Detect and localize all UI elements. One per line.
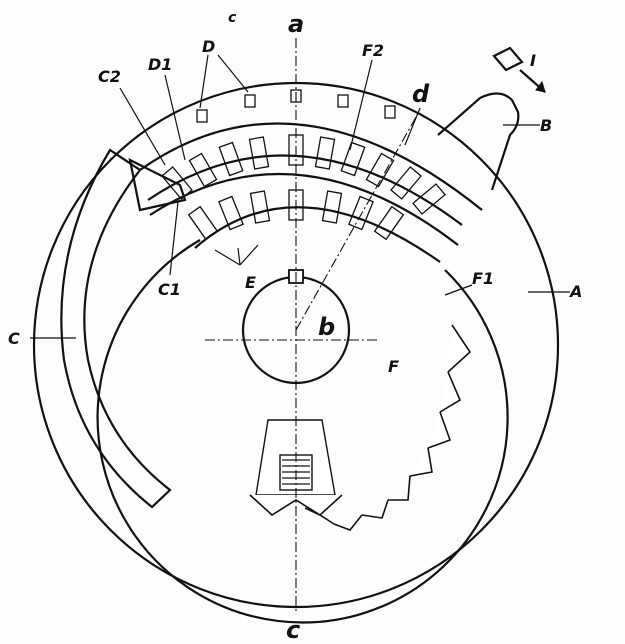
- label-F1: F1: [472, 269, 494, 288]
- slot-ring-mid2: [149, 172, 459, 246]
- label-F: F: [388, 357, 399, 376]
- leader-lines: [30, 54, 570, 339]
- radial-slots: [161, 134, 446, 241]
- wheel-F1: [96, 239, 509, 624]
- label-C1: C1: [158, 280, 181, 299]
- label-F2: F2: [362, 41, 384, 60]
- arrow-block-I: [492, 46, 546, 93]
- label-c-bottom: c: [286, 616, 300, 644]
- label-a: a: [288, 10, 304, 38]
- label-D1: D1: [148, 55, 172, 74]
- label-small-c: c: [228, 10, 237, 26]
- label-I: I: [530, 51, 536, 70]
- pins-D: [196, 89, 396, 123]
- label-D: D: [202, 37, 215, 56]
- label-A: A: [568, 282, 582, 301]
- curved-slot-C: [60, 148, 172, 509]
- pawl-tip: [249, 494, 343, 516]
- arm-B: [437, 92, 520, 191]
- label-C2: C2: [98, 67, 121, 86]
- slider-C2: [128, 158, 187, 212]
- label-E: E: [245, 273, 256, 292]
- slot-ring-mid1: [147, 154, 463, 226]
- label-d: d: [412, 80, 430, 108]
- slot-ring-inner: [194, 206, 441, 263]
- label-C: C: [8, 329, 20, 348]
- axis-d: [295, 109, 421, 331]
- label-B: B: [540, 116, 552, 135]
- label-b: b: [318, 313, 335, 341]
- slot-ring-outer: [139, 122, 483, 211]
